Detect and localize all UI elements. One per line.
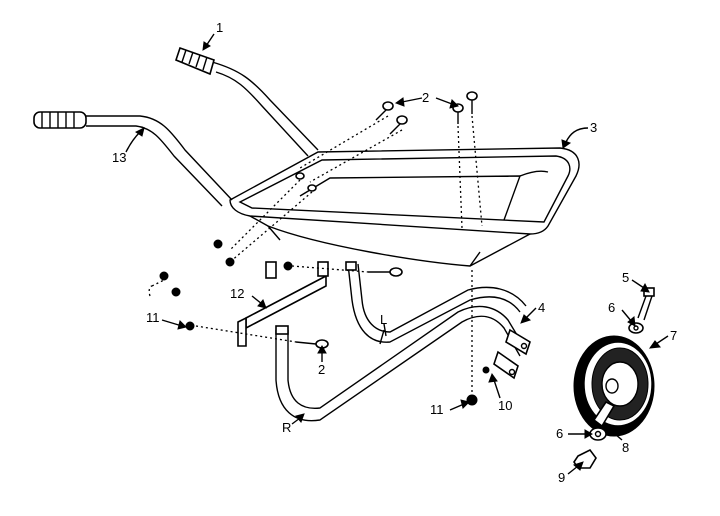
- callout-6-bottom: 6: [556, 426, 563, 441]
- callout-8: 8: [622, 440, 629, 455]
- callout-11-bottom: 11: [430, 402, 444, 417]
- leg-bracket: [493, 328, 531, 380]
- lower-handle: [86, 115, 233, 207]
- frame-leg-right: [275, 305, 527, 422]
- handle-grip-lower: [33, 111, 87, 129]
- callout-6-top: 6: [608, 300, 615, 315]
- callout-3: 3: [590, 120, 597, 135]
- callout-11-left: 11: [146, 310, 160, 325]
- callout-5: 5: [622, 270, 629, 285]
- frame-leg-left: [345, 261, 527, 345]
- side-label-l: L: [380, 312, 387, 327]
- tray-fasteners: [229, 172, 317, 263]
- callout-2-top: 2: [422, 90, 429, 105]
- side-label-r: R: [282, 420, 291, 435]
- callout-13: 13: [112, 150, 126, 165]
- bolt-group-top: [299, 91, 483, 229]
- callout-1: 1: [216, 20, 223, 35]
- tray: [229, 147, 580, 267]
- callout-12: 12: [230, 286, 244, 301]
- axle-bolt-top: [628, 287, 655, 334]
- leader-lines: [125, 33, 669, 475]
- upper-handle: [211, 61, 319, 157]
- callout-7: 7: [670, 328, 677, 343]
- callout-9: 9: [558, 470, 565, 485]
- tray-post: [265, 261, 277, 279]
- handle-grip-upper: [175, 46, 215, 76]
- wheel: [573, 335, 655, 437]
- callout-labels: 1 2 3 13 4 5 6 7 6 8 9 10 11 11 12 2 L R: [112, 20, 677, 485]
- callout-4: 4: [538, 300, 545, 315]
- callout-2-bottom: 2: [318, 362, 325, 377]
- nuts-left: [148, 239, 235, 297]
- callout-10: 10: [498, 398, 512, 413]
- frame-bolts: [185, 261, 490, 406]
